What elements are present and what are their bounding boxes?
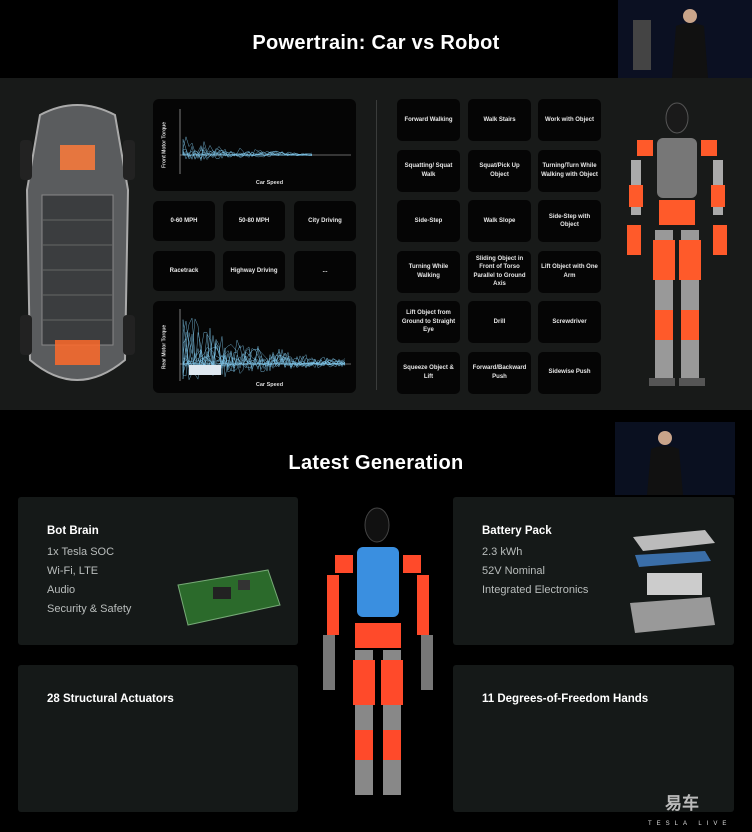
presenter-video-inset	[618, 0, 752, 78]
robot-task-cell: Sidewise Push	[538, 351, 601, 394]
latest-robot-image	[323, 507, 433, 795]
x-axis-label: Car Speed	[255, 382, 284, 388]
card-heading: Battery Pack	[482, 525, 552, 537]
car-chassis-image	[20, 104, 135, 381]
powertrain-title: Powertrain: Car vs Robot	[252, 32, 500, 54]
spec-line: 2.3 kWh	[482, 546, 523, 558]
hands-card: 11 Degrees-of-Freedom Hands	[453, 665, 734, 812]
actuators-card: 28 Structural Actuators	[18, 665, 298, 812]
torque-trace	[182, 333, 346, 373]
card-heading: 28 Structural Actuators	[47, 693, 174, 705]
robot-task-cell: Sliding Object in Front of Torso Paralle…	[468, 250, 531, 293]
torque-trace	[182, 317, 346, 380]
latest-generation-title: Latest Generation	[288, 452, 464, 474]
robot-task-cell: Forward Walking	[397, 99, 460, 141]
robot-task-cell: Turning/Turn While Walking with Object	[538, 149, 601, 192]
card-heading: 11 Degrees-of-Freedom Hands	[482, 693, 649, 705]
circuit-board-image	[177, 569, 281, 626]
spec-line: Integrated Electronics	[482, 584, 589, 596]
robot-task-cell: Squat/Pick Up Object	[468, 149, 531, 192]
car-case-cell: Highway Driving	[223, 251, 285, 291]
torque-trace	[182, 328, 346, 376]
y-axis-label: Front Motor Torque	[161, 121, 168, 169]
bot-brain-card: Bot Brain 1x Tesla SOC Wi-Fi, LTE Audio …	[18, 497, 298, 645]
torque-trace	[182, 340, 346, 376]
robot-task-cell: Lift Object from Ground to Straight Eye	[397, 301, 460, 343]
spec-line: Audio	[47, 584, 76, 596]
card-heading: Bot Brain	[47, 525, 99, 537]
car-case-cell: 50-80 MPH	[223, 201, 285, 241]
front-motor-torque-chart: Front Motor Torque Car Speed	[153, 99, 356, 191]
front-torque-traces	[182, 136, 313, 162]
robot-task-cell: Turning While Walking	[397, 250, 460, 293]
spec-line: 1x Tesla SOC	[47, 546, 115, 558]
x-axis-label: Car Speed	[255, 180, 284, 186]
robot-task-cell: Side-Step with Object	[538, 200, 601, 242]
robot-task-cell: Drill	[468, 301, 531, 343]
rear-motor-torque-chart: Rear Motor Torque Car Speed	[153, 301, 356, 393]
robot-task-cell: Walk Slope	[468, 200, 531, 242]
robot-actuators-image	[627, 102, 727, 386]
robot-task-cell: Screwdriver	[538, 301, 601, 343]
battery-pack-card: Battery Pack 2.3 kWh 52V Nominal Integra…	[453, 497, 734, 645]
car-case-cell: 0-60 MPH	[153, 201, 215, 241]
car-case-cell: Racetrack	[153, 251, 215, 291]
tesla-live-logo: TESLA LIVE	[648, 821, 732, 827]
spec-line: Security & Safety	[47, 603, 132, 615]
robot-task-cell: Squatting/ Squat Walk	[397, 149, 460, 192]
car-case-cell: City Driving	[294, 201, 356, 241]
spec-line: Wi-Fi, LTE	[47, 565, 99, 577]
robot-task-cell: Lift Object with One Arm	[538, 250, 601, 293]
rear-torque-traces	[182, 317, 346, 381]
robot-task-cell: Walk Stairs	[468, 99, 531, 141]
torque-trace	[182, 146, 313, 157]
presenter-video-inset-2	[615, 422, 735, 495]
torque-trace	[182, 331, 346, 380]
robot-task-cell: Forward/Backward Push	[468, 351, 531, 394]
robot-task-cell: Squeeze Object & Lift	[397, 351, 460, 394]
panel-divider	[376, 100, 377, 390]
y-axis-label: Rear Motor Torque	[161, 324, 168, 370]
car-case-cell: ...	[294, 251, 356, 291]
torque-trace	[182, 338, 346, 371]
spec-line: 52V Nominal	[482, 565, 545, 577]
watermark-logo: 易车	[665, 794, 699, 813]
robot-task-cell: Side-Step	[397, 200, 460, 242]
battery-exploded-image	[630, 530, 715, 633]
robot-task-cell: Work with Object	[538, 99, 601, 141]
torque-trace	[182, 145, 313, 160]
